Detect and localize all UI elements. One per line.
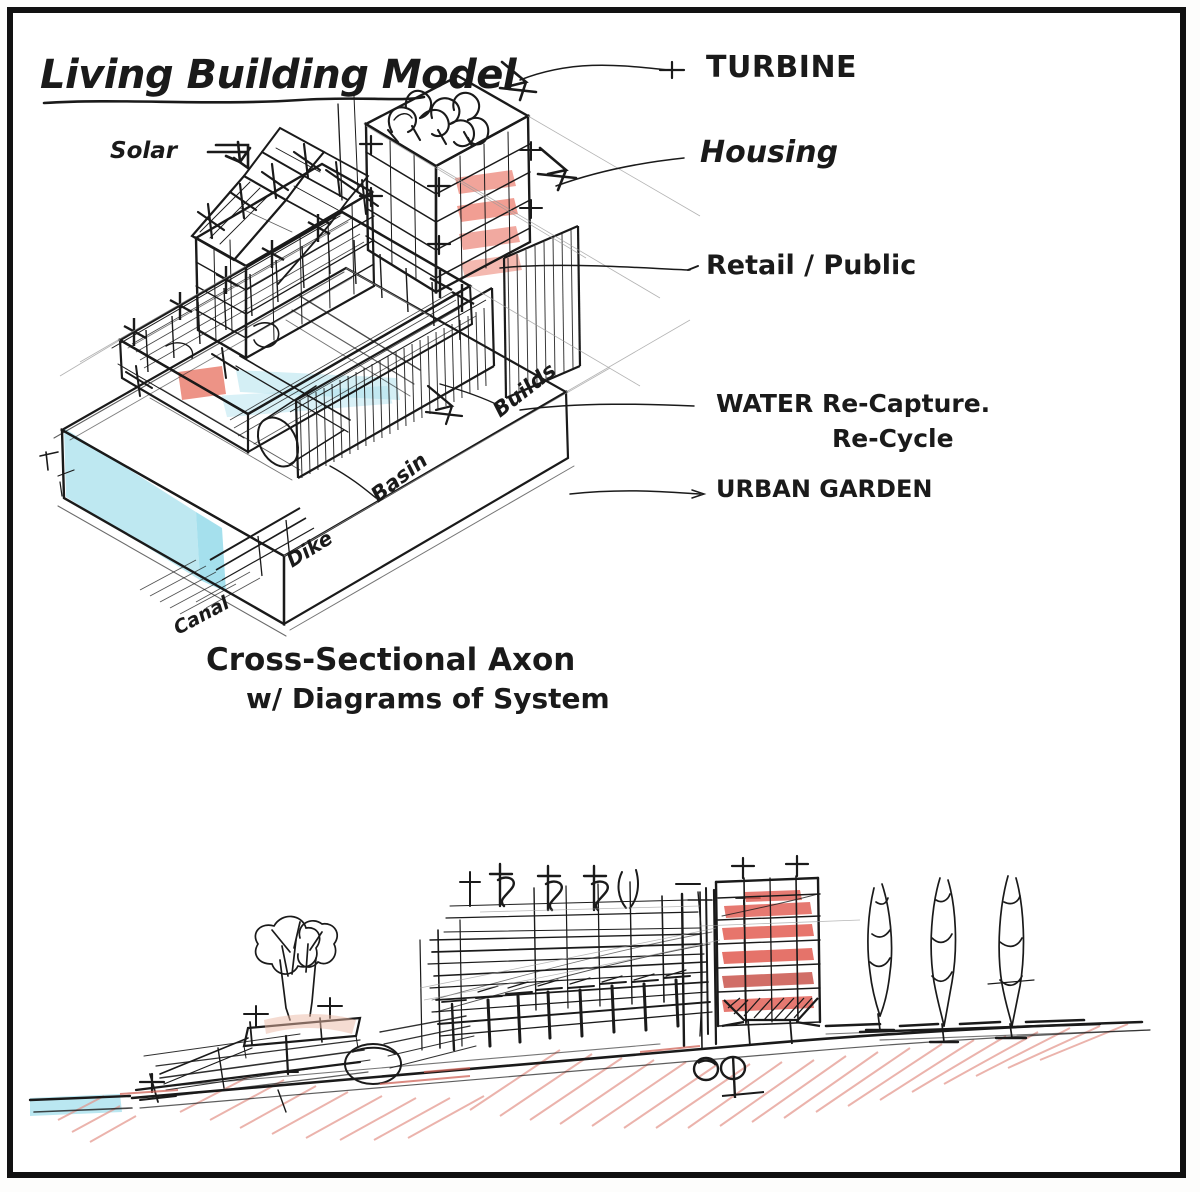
callout-water-recapture: WATER Re-Capture. (716, 389, 990, 418)
axon-misc-structure (125, 95, 421, 481)
label-solar: Solar (110, 138, 179, 164)
canal-hatching (139, 559, 261, 615)
cypress-trees (864, 875, 1035, 1044)
sheet-border-frame (7, 7, 1186, 1178)
right-screen-frame (502, 224, 582, 400)
construction-lines (59, 115, 701, 557)
elevation-tower-frame (697, 854, 822, 1037)
housing-tower-right (358, 74, 543, 295)
solar-panel-roof (190, 126, 379, 285)
elevation-main-block (427, 899, 713, 1037)
deciduous-tree (254, 915, 339, 1021)
tower-base-outline (721, 997, 821, 1047)
callout-urban-garden: URBAN GARDEN (716, 475, 932, 503)
wind-turbine-cluster (386, 89, 490, 148)
roof-equipment (459, 862, 639, 912)
dike-structure (209, 507, 315, 581)
elevation-red-accents (119, 1045, 701, 1095)
callout-water-recycle: Re-Cycle (832, 424, 954, 453)
caption-line-1: Cross-Sectional Axon (206, 642, 575, 678)
page-title: Living Building Model (40, 52, 518, 98)
leader-arrow-markers (206, 60, 578, 426)
left-canal-edge (134, 1060, 369, 1113)
elevation-far-lines (419, 905, 861, 1001)
label-dike: Dike (282, 526, 337, 573)
plinth-fill (264, 1014, 356, 1034)
urban-garden-screen-frame (289, 287, 496, 479)
right-ground-ledges (824, 1018, 1101, 1035)
ground-hatching (57, 1023, 1129, 1143)
ground-circles (692, 1055, 765, 1099)
label-basin: Basin (366, 448, 432, 507)
elevation-left-strokes (143, 1015, 477, 1091)
callout-housing: Housing (700, 135, 838, 170)
caption-line-2: w/ Diagrams of System (246, 682, 610, 715)
label-canal: Canal (170, 592, 233, 640)
callout-leader-lines (329, 60, 707, 499)
solar-arrow (214, 143, 250, 171)
colonnade-columns (441, 969, 691, 1052)
callout-retail-public: Retail / Public (706, 250, 916, 281)
callout-turbine: TURBINE (706, 50, 857, 85)
label-builds: Builds (488, 358, 560, 422)
podium-deck (111, 210, 477, 454)
